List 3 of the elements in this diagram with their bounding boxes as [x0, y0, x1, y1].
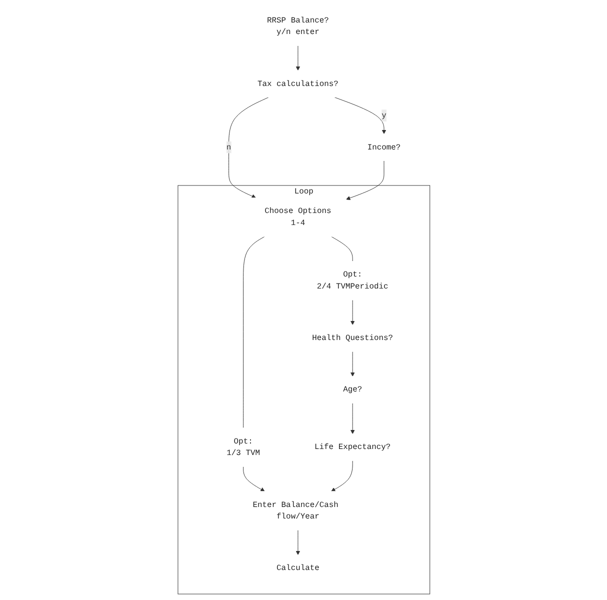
connector — [242, 236, 264, 428]
connector — [330, 236, 352, 262]
cluster — [177, 184, 430, 594]
